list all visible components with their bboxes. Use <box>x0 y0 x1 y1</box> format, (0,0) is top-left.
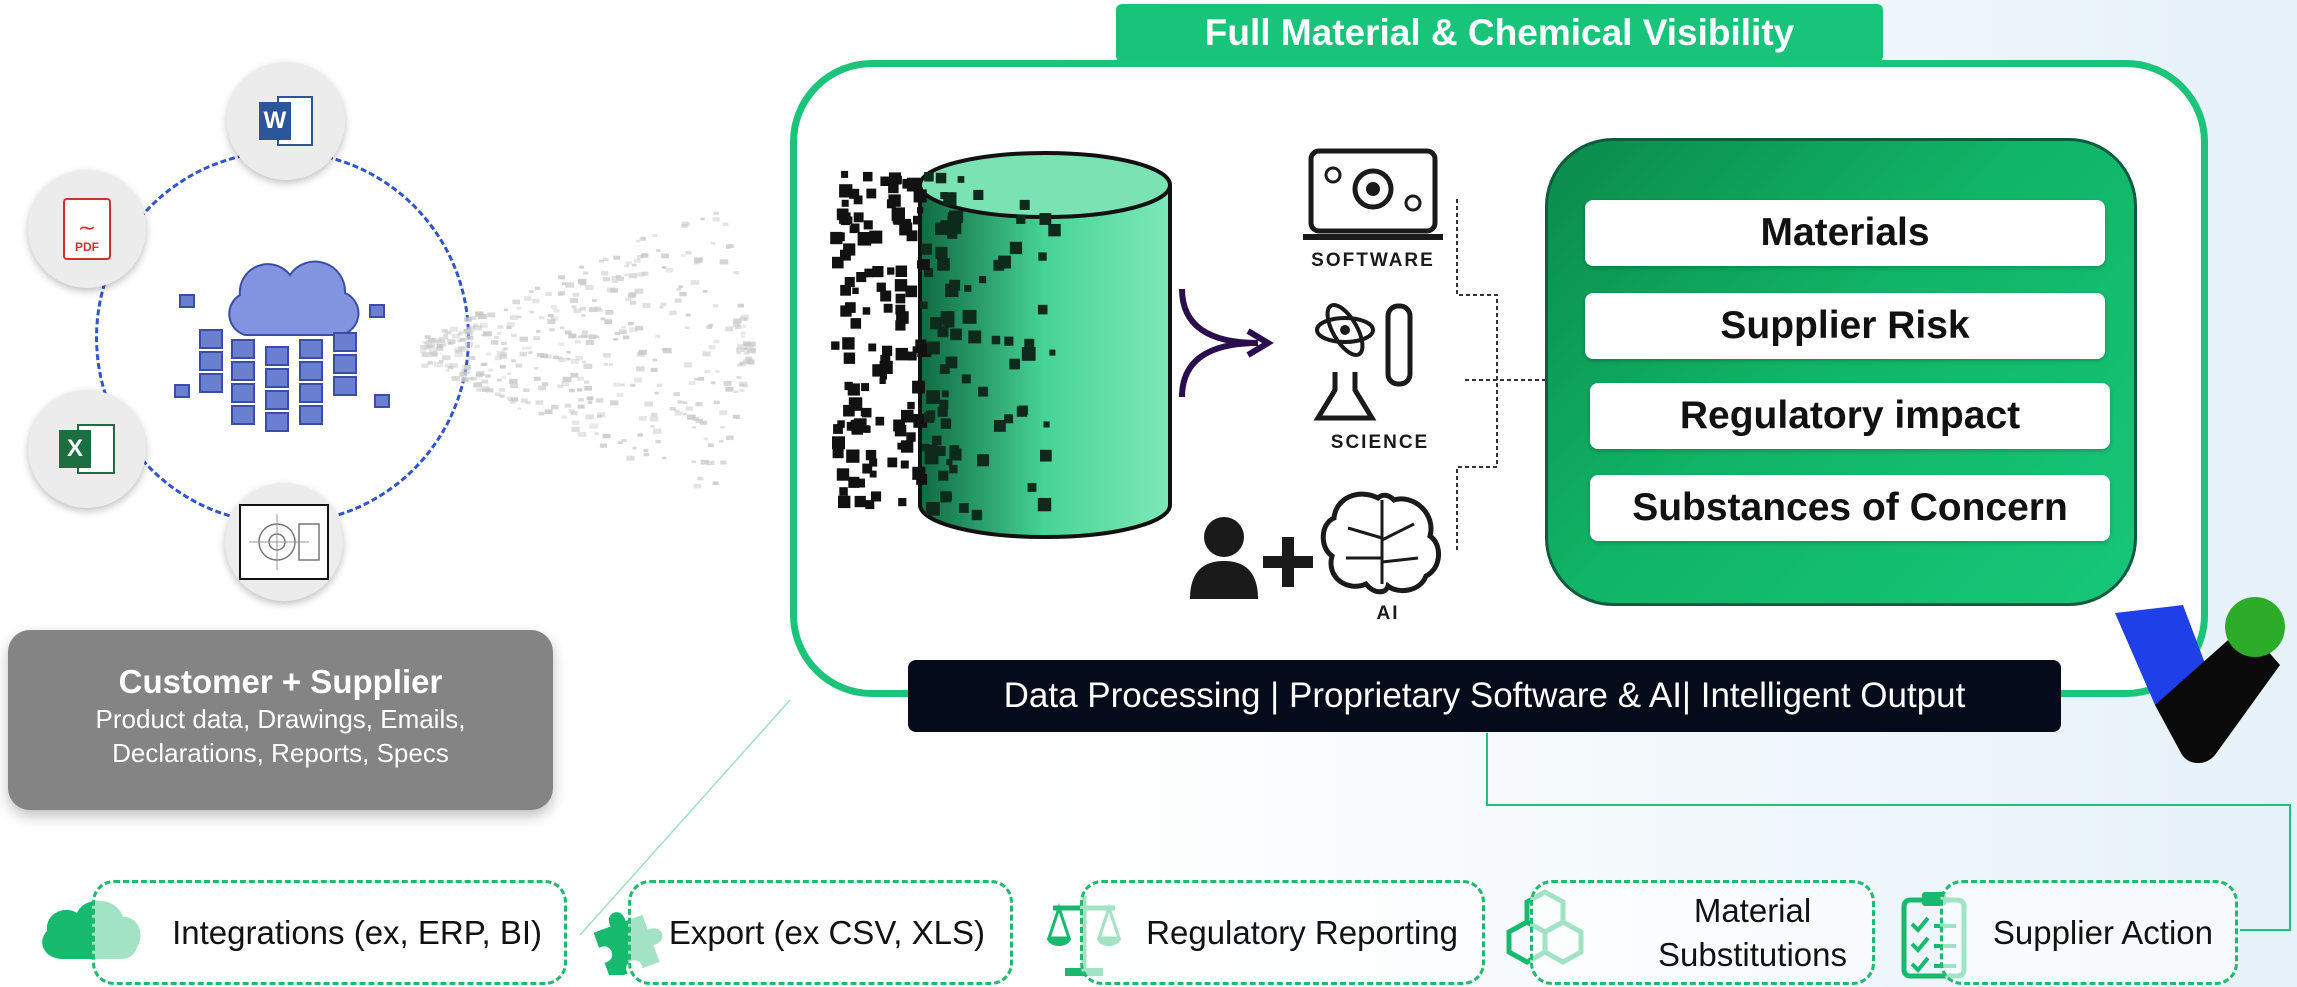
word-doc-bubble: W <box>227 62 345 180</box>
supplier-action: Supplier Action <box>1940 880 2238 985</box>
excel-icon: X <box>59 420 115 478</box>
material-substitutions-action: Material Substitutions <box>1530 880 1875 985</box>
word-letter: W <box>259 102 291 140</box>
integrations-action: Integrations (ex, ERP, BI) <box>92 880 567 985</box>
connector-bracket <box>1456 199 1550 550</box>
database-cylinder-icon <box>830 151 1172 539</box>
regulatory-reporting-label: Regulatory Reporting <box>1146 913 1458 951</box>
material-substitutions-label-line1: Material <box>1693 891 1812 929</box>
data-stream-arrow <box>420 211 757 489</box>
processing-bar: Data Processing | Proprietary Software &… <box>908 660 2061 732</box>
add-user-icon <box>1190 517 1313 599</box>
technical-drawing-icon <box>239 504 329 580</box>
output-materials: Materials <box>1585 200 2105 266</box>
output-supplier-risk: Supplier Risk <box>1585 293 2105 359</box>
software-label: SOFTWARE <box>1311 250 1435 271</box>
science-icon <box>1313 303 1413 421</box>
output-substances-of-concern: Substances of Concern <box>1590 475 2110 541</box>
customer-supplier-title: Customer + Supplier <box>118 663 443 700</box>
export-label: Export (ex CSV, XLS) <box>668 913 985 951</box>
integrations-label: Integrations (ex, ERP, BI) <box>172 913 542 951</box>
customer-supplier-desc-line1: Product data, Drawings, Emails, <box>95 704 466 734</box>
excel-doc-bubble: X <box>28 390 146 508</box>
ai-brain-icon <box>1320 491 1441 595</box>
word-icon: W <box>259 92 313 150</box>
customer-supplier-desc-line2: Declarations, Reports, Specs <box>112 738 449 768</box>
ai-label: AI <box>1376 603 1400 624</box>
split-arrow-icon <box>1179 288 1274 398</box>
cloud-data-illustration <box>174 260 390 432</box>
export-action: Export (ex CSV, XLS) <box>628 880 1013 985</box>
pdf-label: PDF <box>75 240 99 254</box>
material-substitutions-label-line2: Substitutions <box>1658 935 1847 973</box>
science-label: SCIENCE <box>1330 432 1430 453</box>
output-regulatory-impact: Regulatory impact <box>1590 383 2110 449</box>
supplier-action-label: Supplier Action <box>1992 913 2213 951</box>
excel-letter: X <box>59 430 91 468</box>
customer-supplier-box: Customer + Supplier Product data, Drawin… <box>8 630 553 810</box>
pdf-icon: ∼ PDF <box>63 198 111 260</box>
pdf-doc-bubble: ∼ PDF <box>28 170 146 288</box>
brand-logo-icon <box>2115 597 2285 764</box>
software-icon <box>1303 148 1443 240</box>
source-data-circle <box>95 150 470 525</box>
regulatory-reporting-action: Regulatory Reporting <box>1080 880 1485 985</box>
visibility-header: Full Material & Chemical Visibility <box>1116 4 1883 62</box>
drawing-doc-bubble <box>225 483 343 601</box>
